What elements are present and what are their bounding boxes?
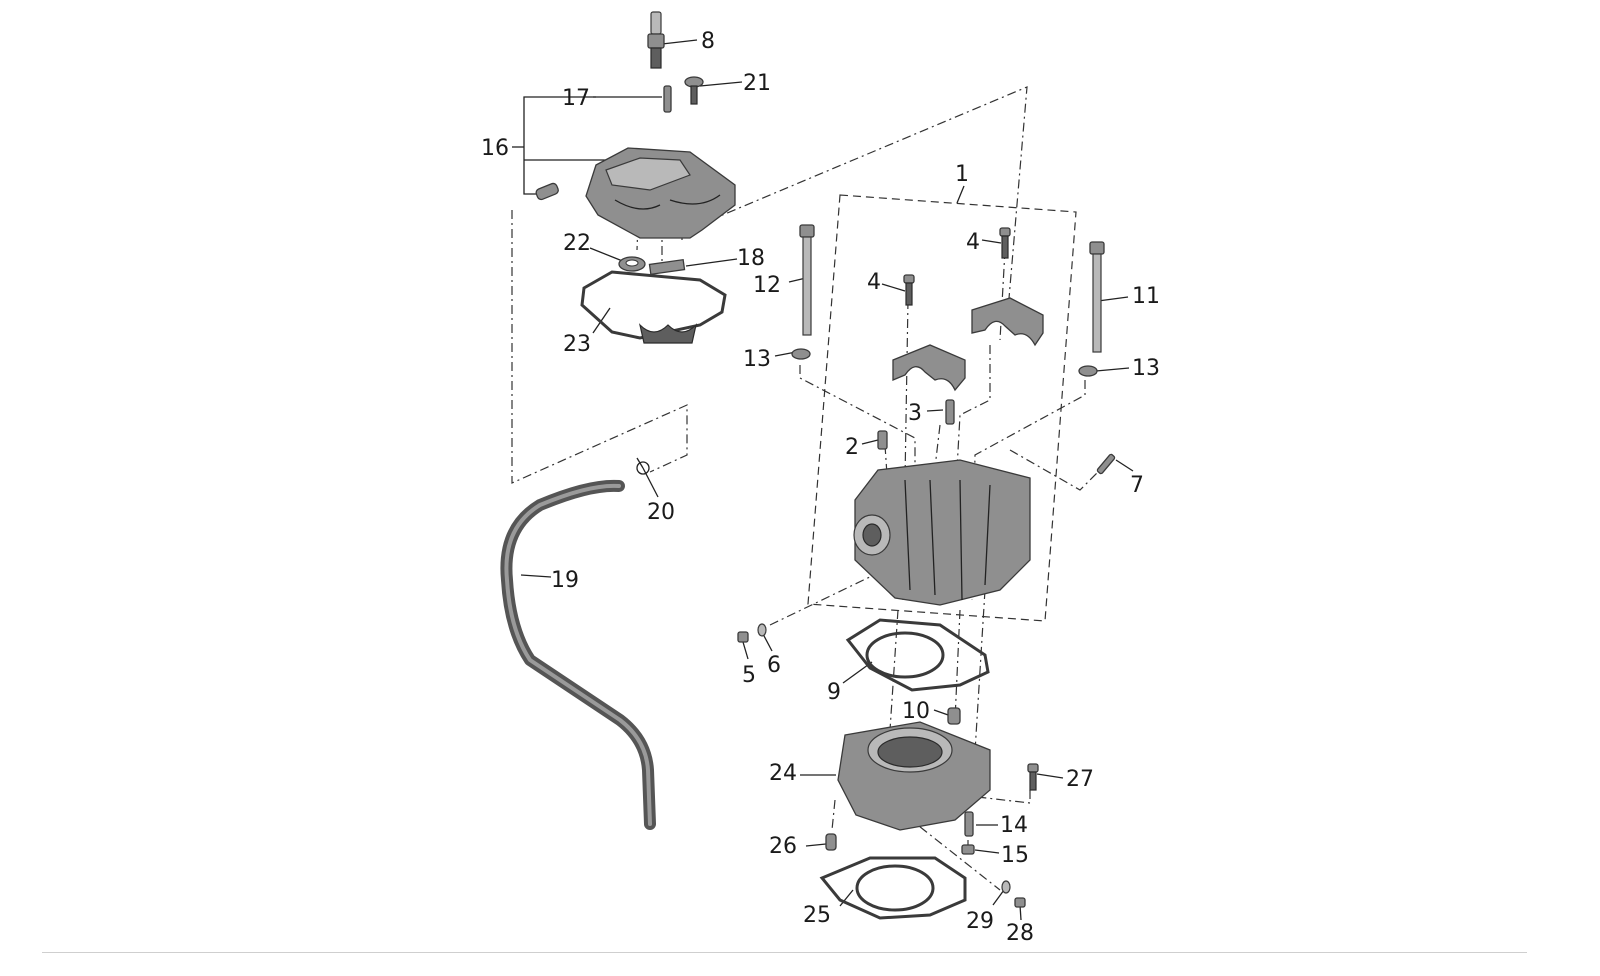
callout-28: 28 xyxy=(1006,921,1034,946)
callout-14: 14 xyxy=(1000,813,1028,838)
callout-23: 23 xyxy=(563,332,591,357)
breather-fitting xyxy=(535,182,559,201)
cover-bolt xyxy=(684,76,704,105)
callout-19: 19 xyxy=(551,568,579,593)
cylinder-head-assembly-box xyxy=(807,194,1077,622)
callout-27: 27 xyxy=(1066,767,1094,792)
callout-6: 6 xyxy=(767,653,781,678)
callout-5: 5 xyxy=(742,663,756,688)
spark-plug xyxy=(647,11,665,69)
callout-labels: 1 2 3 4 4 5 6 7 8 9 10 11 12 13 13 14 15… xyxy=(481,29,1160,946)
callout-21: 21 xyxy=(743,71,771,96)
callout-1: 1 xyxy=(955,162,969,187)
callout-22: 22 xyxy=(563,231,591,256)
dowel-pin xyxy=(1096,453,1116,475)
small-bolt xyxy=(737,631,749,643)
callout-4-b: 4 xyxy=(966,230,980,255)
cam-cap-bolt-b xyxy=(999,227,1011,259)
callout-8: 8 xyxy=(701,29,715,54)
callout-29: 29 xyxy=(966,909,994,934)
leader-lines xyxy=(512,39,1134,921)
callout-12: 12 xyxy=(753,273,781,298)
head-stud xyxy=(945,399,955,425)
callout-13-b: 13 xyxy=(1132,356,1160,381)
callout-9: 9 xyxy=(827,680,841,705)
callout-15: 15 xyxy=(1001,843,1029,868)
hose-clamp xyxy=(636,457,650,475)
long-bolt-right xyxy=(1089,241,1105,353)
base-dowel xyxy=(825,833,837,851)
oil-jet xyxy=(1014,897,1026,908)
cam-cap-front xyxy=(892,344,966,392)
oil-jet-washer xyxy=(1001,880,1011,894)
seal-strip xyxy=(648,258,686,276)
plug-seal xyxy=(618,256,646,272)
long-bolt-left xyxy=(799,224,815,336)
callout-25: 25 xyxy=(803,903,831,928)
cover-stud xyxy=(663,85,672,113)
head-gasket xyxy=(845,618,990,692)
callout-7: 7 xyxy=(1130,473,1144,498)
bottom-divider xyxy=(42,952,1527,953)
head-plug xyxy=(877,430,888,450)
callout-2: 2 xyxy=(845,435,859,460)
callout-16: 16 xyxy=(481,136,509,161)
callout-4-a: 4 xyxy=(867,270,881,295)
callout-18: 18 xyxy=(737,246,765,271)
callout-26: 26 xyxy=(769,834,797,859)
base-gasket xyxy=(819,856,967,920)
cylinder-nut xyxy=(961,844,975,855)
washer-left xyxy=(791,348,811,360)
cylinder-dowel xyxy=(947,707,961,725)
cam-cap-rear xyxy=(971,297,1044,347)
cylinder-stud xyxy=(964,811,974,837)
callout-10: 10 xyxy=(902,699,930,724)
valve-cover-gasket xyxy=(580,270,727,344)
callout-24: 24 xyxy=(769,761,797,786)
callout-11: 11 xyxy=(1132,284,1160,309)
callout-17: 17 xyxy=(562,86,590,111)
callout-20: 20 xyxy=(647,500,675,525)
breather-hose xyxy=(500,479,656,830)
cylinder-head xyxy=(853,459,1031,606)
washer-right xyxy=(1078,365,1098,377)
cam-cap-bolt-a xyxy=(903,274,915,306)
cylinder-bolt xyxy=(1027,763,1039,791)
valve-cover xyxy=(585,147,736,239)
callout-13-a: 13 xyxy=(743,347,771,372)
callout-3: 3 xyxy=(908,401,922,426)
small-washer xyxy=(757,623,767,637)
cylinder-block xyxy=(837,721,991,831)
